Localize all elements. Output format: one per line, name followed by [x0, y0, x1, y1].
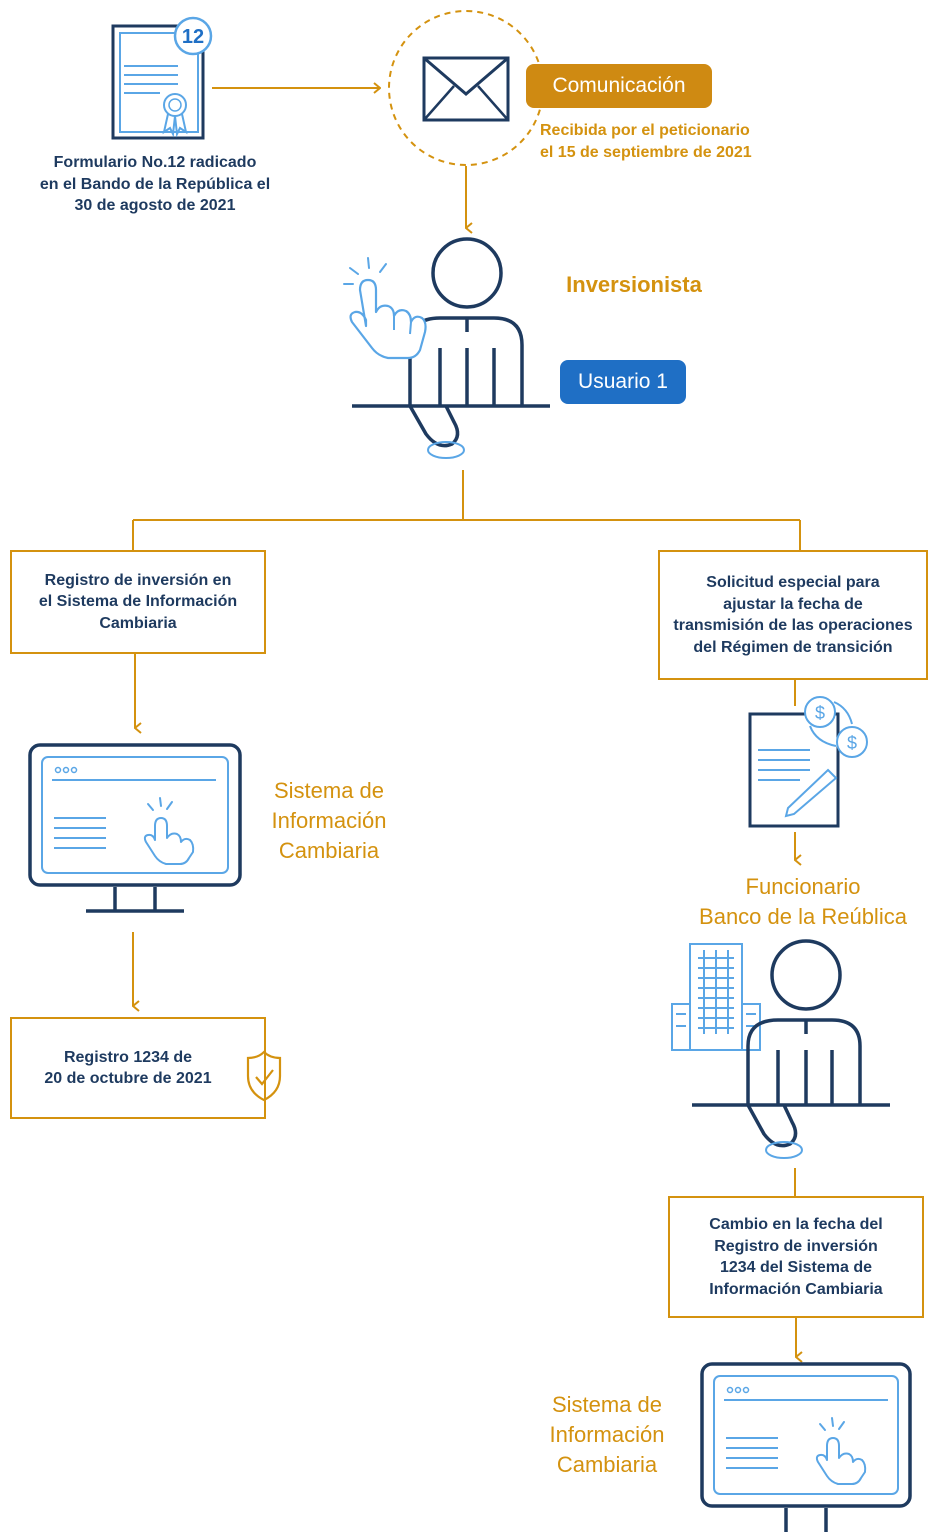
building-icon — [671, 943, 761, 1051]
communication-caption-line: el 15 de septiembre de 2021 — [540, 143, 752, 161]
form-caption-line: Formulario No.12 radicado — [53, 154, 257, 171]
communication-caption: Recibida por el peticionario el 15 de se… — [540, 120, 800, 163]
right-request-box: Solicitud especial para ajustar la fecha… — [658, 550, 928, 680]
left-system-line: Sistema de — [273, 778, 385, 803]
official-line: Funcionario — [745, 874, 861, 899]
right-system-line: Sistema de — [551, 1392, 663, 1417]
monitor-icon — [28, 743, 242, 913]
left-register-box: Registro de inversión en el Sistema de I… — [10, 550, 266, 654]
right-request-line: transmisión de las operaciones — [673, 617, 913, 634]
left-system-line: Cambiaria — [278, 838, 380, 863]
right-system-line: Información — [549, 1422, 665, 1447]
svg-text:$: $ — [815, 703, 825, 723]
form-caption-line: 30 de agosto de 2021 — [74, 197, 236, 214]
left-record-box: Registro 1234 de 20 de octubre de 2021 — [10, 1017, 266, 1119]
form-badge-number: 12 — [182, 26, 204, 48]
right-system-line: Cambiaria — [556, 1452, 658, 1477]
right-change-line: 1234 del Sistema de — [719, 1259, 873, 1276]
form-caption-line: en el Bando de la República el — [39, 175, 271, 193]
left-system-line: Información — [271, 808, 387, 833]
svg-text:$: $ — [847, 733, 857, 753]
monitor-icon — [700, 1362, 912, 1532]
left-system-label: Sistema de Información Cambiaria — [244, 776, 414, 866]
left-register-line: Registro de inversión en — [44, 571, 232, 589]
official-label: Funcionario Banco de la Reública — [674, 872, 928, 932]
right-system-label: Sistema de Información Cambiaria — [522, 1390, 692, 1480]
certificate-document-icon — [111, 16, 213, 140]
right-request-line: del Régimen de transición — [693, 638, 893, 656]
right-change-box: Cambio en la fecha del Registro de inver… — [668, 1196, 924, 1318]
right-request-line: Solicitud especial para — [706, 574, 880, 591]
form-caption: Formulario No.12 radicado en el Bando de… — [20, 152, 290, 217]
communication-badge: Comunicación — [526, 64, 712, 108]
right-change-line: Información Cambiaria — [709, 1280, 883, 1298]
left-register-line: el Sistema de Información — [38, 593, 238, 611]
left-record-line: Registro 1234 de — [63, 1048, 193, 1066]
official-line: Banco de la Reública — [699, 904, 907, 929]
right-change-line: Cambio en la fecha del — [709, 1216, 883, 1233]
left-record-line: 20 de octubre de 2021 — [44, 1070, 212, 1087]
right-request-line: ajustar la fecha de — [723, 595, 863, 613]
right-change-line: Registro de inversión — [714, 1237, 878, 1255]
envelope-icon — [388, 10, 544, 166]
official-person-icon — [692, 939, 890, 1159]
left-register-line: Cambiaria — [99, 614, 177, 632]
investor-role-label: Inversionista — [566, 272, 702, 297]
branch-connector — [132, 470, 801, 550]
communication-caption-line: Recibida por el peticionario — [540, 122, 750, 139]
user-badge: Usuario 1 — [560, 360, 686, 404]
pointing-hand-icon — [343, 257, 427, 360]
document-money-icon: $ $ — [748, 696, 868, 828]
